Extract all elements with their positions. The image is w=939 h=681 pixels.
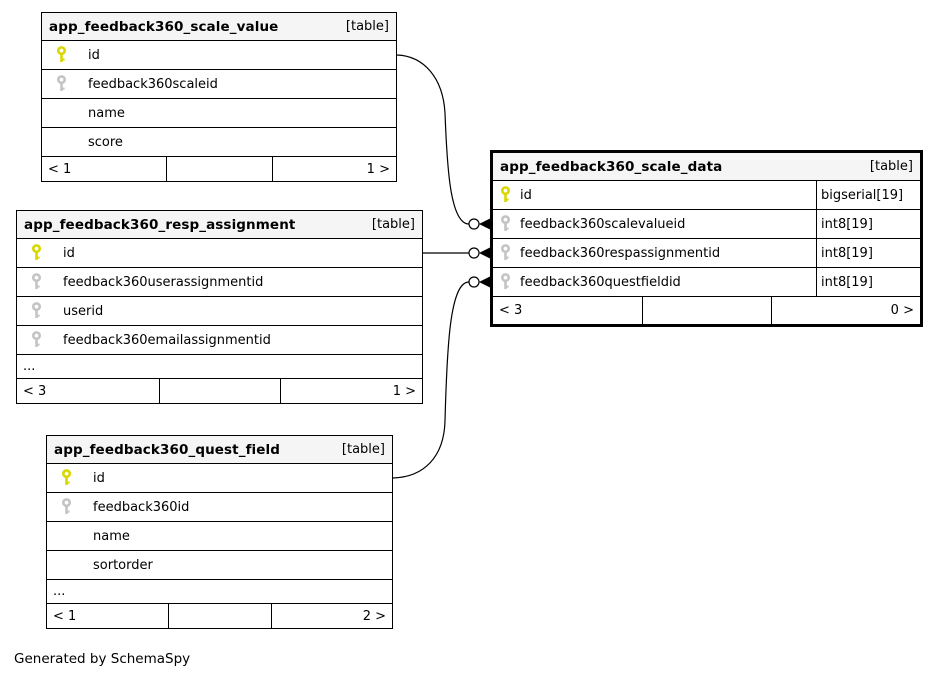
column-type: int8[19]: [816, 239, 920, 267]
column-type: int8[19]: [816, 268, 920, 296]
column-name: name: [93, 528, 130, 544]
primary-key-icon: [56, 46, 67, 62]
table-app-feedback360-scale-value[interactable]: app_feedback360_scale_value [table] id f…: [41, 12, 397, 182]
table-title: app_feedback360_scale_data: [500, 158, 723, 175]
table-title: app_feedback360_scale_value: [49, 18, 279, 35]
hidden-columns-ellipsis: ...: [47, 580, 392, 604]
column-row-score: score: [42, 128, 396, 157]
foreign-key-icon: [56, 75, 67, 91]
column-name: feedback360userassignmentid: [63, 274, 264, 290]
table-title: app_feedback360_quest_field: [54, 441, 281, 458]
column-row-feedback360scaleid: feedback360scaleid: [42, 70, 396, 99]
column-row-id: id: [17, 239, 422, 268]
column-row-id: id: [47, 464, 392, 493]
column-name: sortorder: [93, 557, 153, 573]
table-app-feedback360-resp-assignment[interactable]: app_feedback360_resp_assignment [table] …: [16, 210, 423, 404]
column-name: feedback360emailassignmentid: [63, 332, 271, 348]
foreign-key-icon: [31, 331, 42, 347]
column-row-feedback360scalevalueid: feedback360scalevalueid int8[19]: [493, 210, 920, 239]
relationship-resp-assignment-to-scale-data: [423, 247, 490, 259]
primary-key-icon: [61, 469, 72, 485]
column-type: int8[19]: [816, 210, 920, 238]
table-tag: [table]: [341, 442, 385, 457]
parents-count: 2 >: [271, 604, 392, 628]
column-row-name: name: [47, 522, 392, 551]
column-name: feedback360id: [93, 499, 190, 515]
footer-spacer: [167, 604, 272, 628]
table-tag: [table]: [345, 19, 389, 34]
column-name: id: [520, 187, 532, 203]
table-header: app_feedback360_scale_data [table]: [493, 153, 920, 181]
column-name: feedback360respassignmentid: [520, 245, 721, 261]
foreign-key-icon: [500, 273, 511, 289]
children-count: < 1: [48, 161, 72, 177]
column-name: score: [88, 134, 123, 150]
table-footer: < 1 2 >: [47, 604, 392, 628]
children-count: < 1: [53, 608, 77, 624]
column-row-sortorder: sortorder: [47, 551, 392, 580]
children-count: < 3: [23, 383, 47, 399]
column-row-userid: userid: [17, 297, 422, 326]
footer-spacer: [158, 379, 281, 403]
column-name: id: [88, 47, 100, 63]
column-type: bigserial[19]: [816, 181, 920, 209]
table-app-feedback360-scale-data[interactable]: app_feedback360_scale_data [table] id bi…: [490, 150, 923, 327]
relationship-scale-value-to-scale-data: [396, 54, 490, 230]
column-name: id: [63, 245, 75, 261]
column-row-id: id: [42, 41, 396, 70]
footer-spacer: [165, 157, 272, 181]
primary-key-icon: [500, 186, 511, 202]
parents-count: 1 >: [272, 157, 396, 181]
primary-key-icon: [31, 244, 42, 260]
foreign-key-icon: [31, 273, 42, 289]
column-row-feedback360respassignmentid: feedback360respassignmentid int8[19]: [493, 239, 920, 268]
generator-note: Generated by SchemaSpy: [14, 651, 191, 667]
column-name: feedback360questfieldid: [520, 274, 681, 290]
table-tag: [table]: [371, 217, 415, 232]
foreign-key-icon: [61, 498, 72, 514]
table-app-feedback360-quest-field[interactable]: app_feedback360_quest_field [table] id f…: [46, 435, 393, 629]
column-row-feedback360userassignmentid: feedback360userassignmentid: [17, 268, 422, 297]
table-tag: [table]: [869, 159, 913, 174]
foreign-key-icon: [500, 215, 511, 231]
column-name: name: [88, 105, 125, 121]
table-title: app_feedback360_resp_assignment: [24, 216, 296, 233]
column-row-feedback360questfieldid: feedback360questfieldid int8[19]: [493, 268, 920, 297]
table-footer: < 3 0 >: [493, 297, 920, 324]
column-row-name: name: [42, 99, 396, 128]
column-name: feedback360scalevalueid: [520, 216, 686, 232]
parents-count: 0 >: [770, 297, 920, 324]
table-header: app_feedback360_quest_field [table]: [47, 436, 392, 464]
table-header: app_feedback360_resp_assignment [table]: [17, 211, 422, 239]
table-header: app_feedback360_scale_value [table]: [42, 13, 396, 41]
hidden-columns-ellipsis: ...: [17, 355, 422, 379]
column-row-feedback360emailassignmentid: feedback360emailassignmentid: [17, 326, 422, 355]
parents-count: 1 >: [280, 379, 422, 403]
column-row-id: id bigserial[19]: [493, 181, 920, 210]
foreign-key-icon: [31, 302, 42, 318]
column-name: id: [93, 470, 105, 486]
table-footer: < 1 1 >: [42, 157, 396, 181]
column-name: feedback360scaleid: [88, 76, 218, 92]
footer-spacer: [642, 297, 770, 324]
column-name: userid: [63, 303, 104, 319]
table-footer: < 3 1 >: [17, 379, 422, 403]
children-count: < 3: [499, 303, 523, 318]
foreign-key-icon: [500, 244, 511, 260]
column-row-feedback360id: feedback360id: [47, 493, 392, 522]
